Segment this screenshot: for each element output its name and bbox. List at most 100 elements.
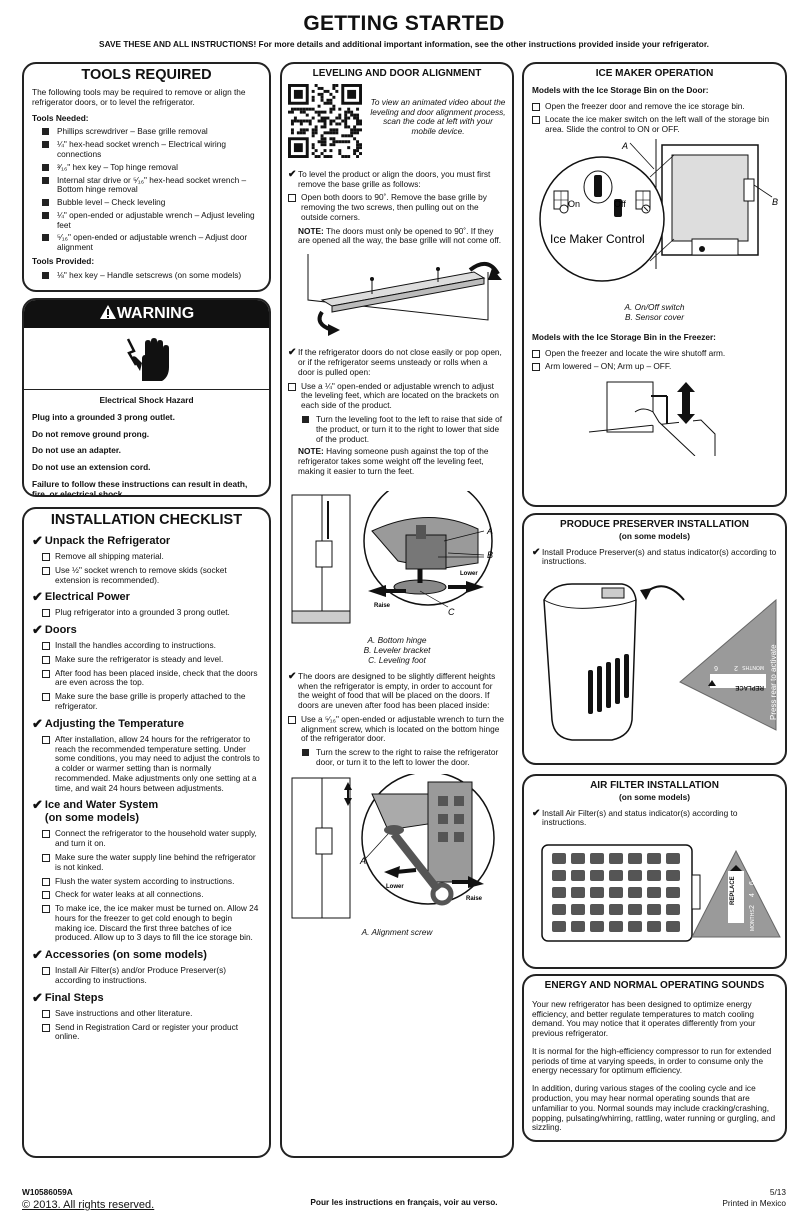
checkbox[interactable] bbox=[42, 967, 50, 976]
tools-intro: The following tools may be required to r… bbox=[32, 87, 246, 107]
produce-box: PRODUCE PRESERVER INSTALLATION (on some … bbox=[522, 513, 787, 765]
footer-part-number: W10586059A bbox=[22, 1187, 73, 1197]
checkbox[interactable] bbox=[42, 853, 50, 862]
air-box: AIR FILTER INSTALLATION (on some models)… bbox=[522, 774, 787, 969]
list-item: Internal star drive or ⁵⁄₁₆" hex-head so… bbox=[42, 175, 261, 196]
warning-line: Do not use an adapter. bbox=[32, 445, 121, 456]
air-fig-2: 2 bbox=[749, 905, 756, 909]
tools-box: TOOLS REQUIRED The following tools may b… bbox=[22, 62, 271, 292]
fig2-raise: Raise bbox=[374, 603, 391, 609]
checklist-section-title: ✔Ice and Water System(on some models) bbox=[32, 797, 159, 825]
produce-fig-6: 6 bbox=[714, 664, 718, 671]
list-item: Turn the leveling foot to the left to ra… bbox=[302, 414, 506, 444]
air-fig-months: MONTHS bbox=[750, 909, 756, 931]
list-item: ³⁄₁₆" hex key – Top hinge removal bbox=[42, 162, 261, 173]
checklist-item: Remove all shipping material. bbox=[42, 551, 261, 562]
checkbox[interactable] bbox=[42, 1009, 50, 1018]
ice-freezer-heading: Models with the Ice Storage Bin in the F… bbox=[532, 331, 716, 342]
air-fig-4: 4 bbox=[749, 893, 756, 897]
ice-box: ICE MAKER OPERATION Models with the Ice … bbox=[522, 62, 787, 507]
air-filter-figure: REPLACE 6 4 2 MONTHS Press rear to activ… bbox=[541, 844, 781, 947]
checkbox[interactable] bbox=[42, 693, 50, 702]
page-subtitle: SAVE THESE AND ALL INSTRUCTIONS! For mor… bbox=[99, 39, 709, 49]
caption-line: B. Leveler bracket bbox=[363, 645, 431, 655]
checkbox[interactable] bbox=[42, 891, 50, 900]
checklist-section-title: ✔Final Steps bbox=[32, 989, 104, 1005]
checklist-item: Plug refrigerator into a grounded 3 pron… bbox=[42, 608, 261, 618]
air-fig-press: Press rear to activate bbox=[698, 938, 774, 947]
caption-line: B. Sensor cover bbox=[624, 311, 685, 322]
fig2-label-c: C bbox=[448, 607, 455, 617]
produce-preserver-figure: REPLACE MONTHS 6 2 Press rear to activat… bbox=[543, 583, 778, 741]
list-item: ⅛" hex key – Handle setscrews (on some m… bbox=[42, 270, 261, 281]
ice-door-heading: Models with the Ice Storage Bin on the D… bbox=[532, 84, 709, 95]
checkbox[interactable] bbox=[42, 566, 50, 575]
warning-triangle-icon bbox=[99, 305, 116, 319]
leveling-step2: ✔If the refrigerator doors do not close … bbox=[288, 347, 502, 377]
list-item: Arm lowered – ON; Arm up – OFF. bbox=[532, 362, 777, 372]
ice-fig-label-a: A bbox=[621, 141, 628, 151]
list-item: Use a ⁵⁄₁₆" open-ended or adjustable wre… bbox=[288, 714, 506, 744]
checkbox[interactable] bbox=[42, 609, 50, 618]
checkbox[interactable] bbox=[42, 735, 50, 744]
air-fig-replace: REPLACE bbox=[730, 876, 736, 905]
checklist-item: After installation, allow 24 hours for t… bbox=[42, 734, 261, 794]
checkbox[interactable] bbox=[42, 655, 50, 664]
checklist-section-title: ✔Unpack the Refrigerator bbox=[32, 533, 171, 549]
list-item: ¼" open-ended or adjustable wrench – Adj… bbox=[42, 210, 261, 231]
checklist-item: Install the handles according to instruc… bbox=[42, 640, 261, 651]
checkbox[interactable] bbox=[42, 553, 50, 562]
warning-box: WARNING Electrical Shock Hazard Plug int… bbox=[22, 298, 271, 497]
qr-code[interactable] bbox=[288, 83, 362, 158]
air-fig-6: 6 bbox=[749, 881, 756, 885]
wire-shutoff-arm-figure bbox=[588, 381, 715, 457]
fig3-raise: Raise bbox=[466, 896, 483, 902]
tools-provided-label: Tools Provided: bbox=[32, 256, 95, 267]
ice-heading: ICE MAKER OPERATION bbox=[595, 68, 714, 79]
caption-line: A. On/Off switch bbox=[624, 301, 685, 312]
qr-text: To view an animated video about the leve… bbox=[370, 96, 506, 137]
list-item: ⁵⁄₁₆" open-ended or adjustable wrench – … bbox=[42, 233, 261, 253]
alignment-screw-figure: A Lower Raise bbox=[291, 773, 495, 919]
list-item: Turn the screw to the right to raise the… bbox=[302, 747, 506, 768]
electric-shock-hand-icon bbox=[126, 337, 169, 381]
leveling-heading: LEVELING AND DOOR ALIGNMENT bbox=[312, 68, 482, 79]
tools-needed-label: Tools Needed: bbox=[32, 112, 89, 123]
checkbox[interactable] bbox=[42, 830, 50, 839]
list-item: Open both doors to 90˚. Remove the base … bbox=[288, 192, 506, 222]
checkbox[interactable] bbox=[42, 642, 50, 651]
checklist-section-title: ✔Electrical Power bbox=[32, 589, 130, 605]
checklist-item: Make sure the refrigerator is steady and… bbox=[42, 654, 261, 665]
ice-fig-on: On bbox=[568, 199, 580, 209]
checkbox[interactable] bbox=[42, 877, 50, 886]
checklist-item: Flush the water system according to inst… bbox=[42, 876, 261, 887]
page-title: GETTING STARTED bbox=[303, 12, 505, 35]
checkbox[interactable] bbox=[42, 905, 50, 914]
produce-fig-months: MONTHS bbox=[742, 664, 764, 670]
footer-printed: Printed in Mexico bbox=[722, 1198, 786, 1208]
checklist-item: Check for water leaks at all connections… bbox=[42, 890, 261, 900]
fig3-label-a: A bbox=[359, 856, 366, 866]
warning-line: Failure to follow these instructions can… bbox=[32, 478, 248, 497]
checklist-item: Make sure the base grille is properly at… bbox=[42, 691, 261, 712]
tools-needed-list: Phillips screwdriver – Base grille remov… bbox=[32, 127, 261, 253]
ice-fig-off: Off bbox=[614, 199, 626, 209]
checkbox[interactable] bbox=[42, 669, 50, 678]
warning-banner: WARNING bbox=[24, 300, 269, 328]
fig3-lower: Lower bbox=[386, 884, 404, 890]
checklist-item: To make ice, the ice maker must be turne… bbox=[42, 903, 261, 943]
warning-line: Plug into a grounded 3 prong outlet. bbox=[32, 411, 175, 422]
produce-fig-replace: REPLACE bbox=[735, 684, 764, 690]
tools-heading: TOOLS REQUIRED bbox=[81, 67, 212, 83]
warning-hazard: Electrical Shock Hazard bbox=[99, 395, 194, 405]
ice-fig-label-b: B bbox=[772, 197, 778, 207]
checkbox[interactable] bbox=[42, 1023, 50, 1032]
checklist-box: INSTALLATION CHECKLIST ✔Unpack the Refri… bbox=[22, 507, 271, 1158]
caption-line: A. Bottom hinge bbox=[367, 634, 427, 645]
fig2-label-a: A bbox=[486, 526, 493, 536]
leveling-foot-figure: A B C Raise Lower bbox=[291, 490, 493, 624]
list-item: ✔Install Produce Preserver(s) and status… bbox=[532, 546, 777, 567]
list-item: Use a ¼" open-ended or adjustable wrench… bbox=[288, 381, 506, 411]
list-item: ¼" hex-head socket wrench – Electrical w… bbox=[42, 139, 261, 160]
